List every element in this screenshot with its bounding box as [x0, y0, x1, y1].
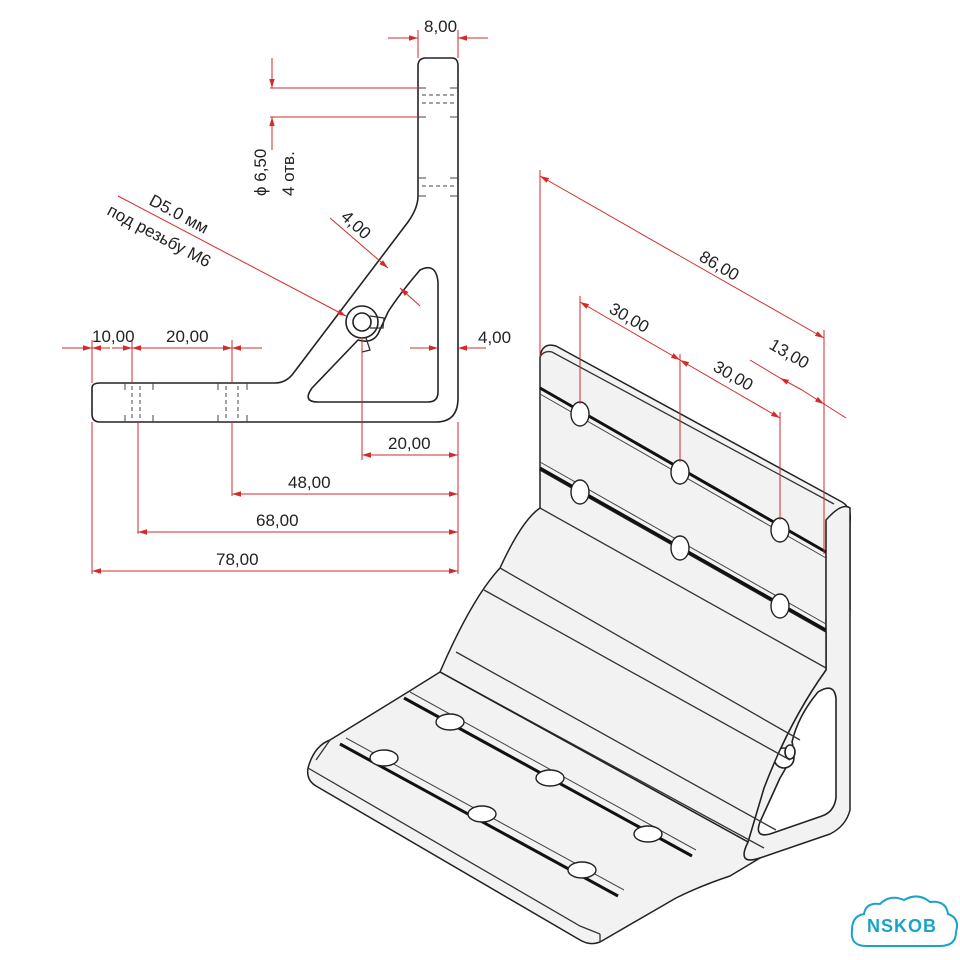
iso-base-face: [306, 671, 761, 945]
iso-hole: [369, 749, 399, 767]
logo-cloud: [850, 895, 958, 947]
iso-hole: [567, 861, 597, 879]
dim-wall-thickness: 4,00: [478, 328, 511, 347]
dim-width-68: 68,00: [256, 511, 299, 530]
dim-base-20: 20,00: [166, 327, 209, 346]
dim-width-48: 48,00: [288, 473, 331, 492]
thread-hole-core: [352, 312, 372, 332]
isometric-view: [306, 344, 852, 945]
dim-flange-thickness: 8,00: [424, 17, 457, 36]
dim-width-78: 78,00: [216, 550, 259, 569]
iso-hole: [770, 593, 790, 619]
iso-hole: [535, 769, 565, 787]
vertical-grooves: [418, 87, 458, 197]
iso-hole: [570, 401, 590, 427]
dim-base-10: 10,00: [92, 327, 135, 346]
iso-hole: [467, 805, 497, 823]
horizontal-grooves: [124, 383, 248, 422]
iso-end-cavity: [757, 687, 837, 836]
dim-offset-20: 20,00: [388, 434, 431, 453]
dim-edge-13: 13,00: [766, 335, 812, 373]
brand-logo: NSKOB: [852, 904, 952, 948]
dim-hole-count: 4 отв.: [279, 151, 298, 196]
iso-fillet-face: [439, 469, 827, 843]
dim-pitch-30-b: 30,00: [710, 357, 756, 395]
dim-hole-diameter: ϕ 6,50: [251, 149, 270, 196]
iso-hole: [770, 517, 790, 543]
thread-hole-gap: [361, 337, 371, 353]
iso-hole: [670, 535, 690, 561]
iso-hole: [435, 713, 465, 731]
thread-hole-slot: [369, 315, 385, 329]
profile-cavity: [307, 266, 439, 403]
dim-rib-thickness: 4,00: [337, 207, 374, 243]
brand-logo-text: NSKOB: [866, 915, 937, 936]
iso-hole: [633, 825, 663, 843]
iso-hole: [570, 479, 590, 505]
iso-hole: [670, 459, 690, 485]
dim-length-86: 86,00: [696, 247, 742, 285]
profile-view: [91, 57, 459, 423]
